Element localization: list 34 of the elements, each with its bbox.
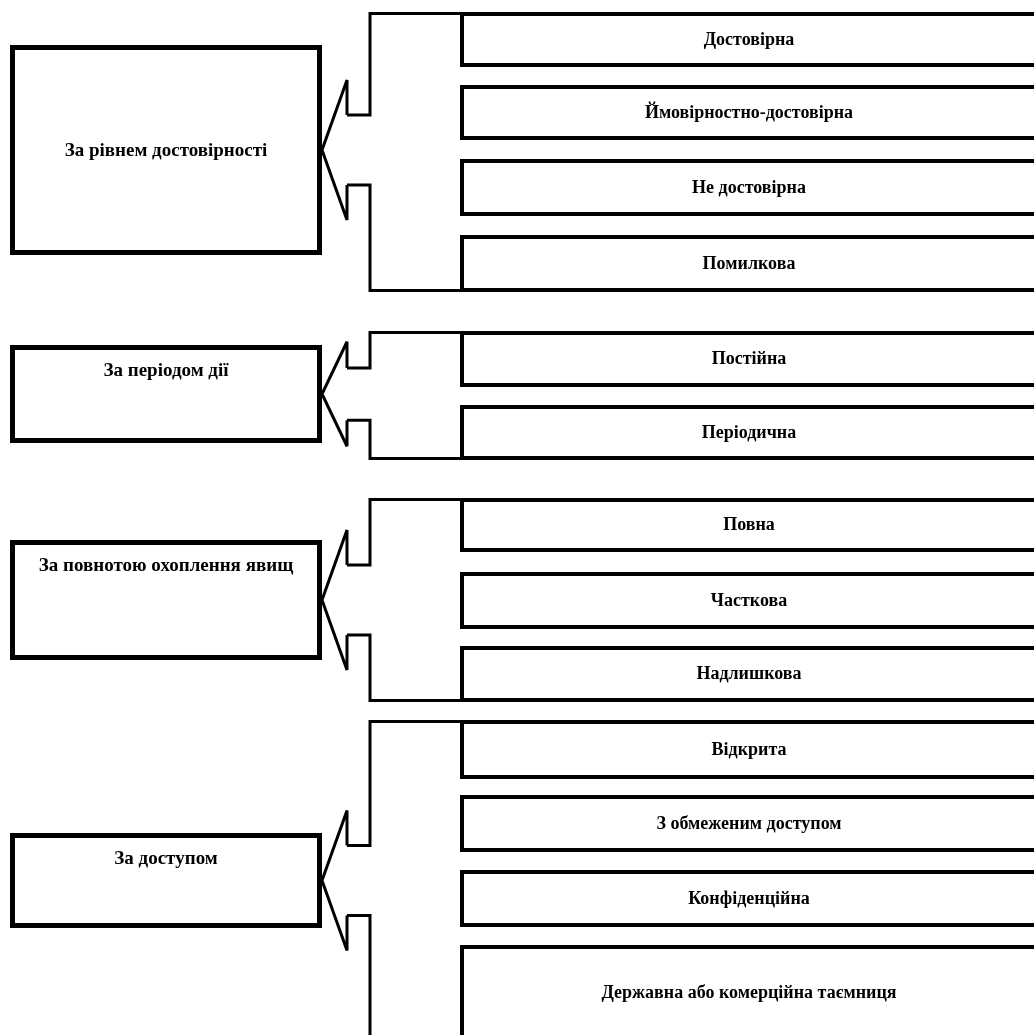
category-box [10,345,322,443]
type-box [460,646,1034,702]
type-box [460,235,1034,292]
type-label: Відкрита [711,737,787,761]
type-box [460,795,1034,852]
type-box [460,498,1034,552]
type-label: Періодична [701,420,797,444]
category-box [10,833,322,928]
type-label: Повна [723,513,775,537]
type-label: Надлишкова [696,662,802,686]
category-label: За повнотою охоплення явищ [38,553,294,577]
type-box [460,405,1034,460]
type-label: Помилкова [702,251,796,275]
type-box [460,12,1034,67]
type-label: Державна або комерційна таємниця [601,980,897,1004]
type-label: Конфіденційна [688,886,810,910]
type-box [460,572,1034,629]
type-label: Ймовірностно-достовірна [644,100,854,124]
type-label: Часткова [710,588,788,612]
category-box [10,45,322,255]
type-box [460,159,1034,216]
type-label: Постійна [711,347,787,371]
category-label: За доступом [114,846,218,870]
category-label: За рівнем достовірності [64,137,268,162]
type-box [460,945,1034,1035]
type-label: З обмеженим доступом [656,811,842,835]
type-box [460,720,1034,779]
type-box [460,331,1034,387]
type-label: Не достовірна [692,175,806,199]
category-box [10,540,322,660]
type-label: Достовірна [703,27,795,51]
category-label: За періодом дії [103,358,229,382]
type-box [460,85,1034,140]
type-box [460,870,1034,927]
